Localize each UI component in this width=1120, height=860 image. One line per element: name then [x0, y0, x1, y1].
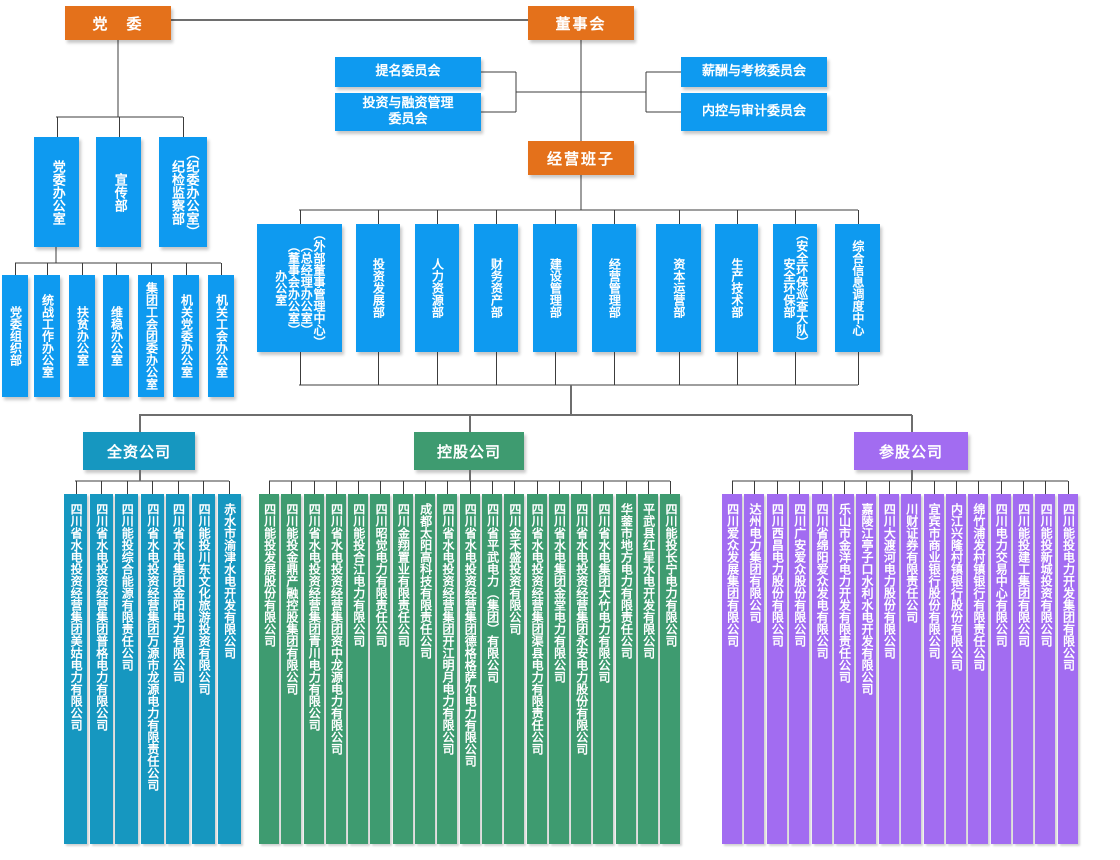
committee-compensation-assessment: 薪酬与考核委员会	[681, 57, 827, 87]
dept-general-office: （外部董事管理中心） （总经理办公室） （董事会办公室） 办公室	[257, 210, 342, 385]
company-column: 平武县红星水电开发有限公司	[638, 481, 659, 844]
company-column: 四川省水电投资经营集团资中龙源电力有限公司	[325, 481, 346, 844]
group-header-wholly-owned: 全资公司	[83, 415, 195, 481]
party-office-discipline-inspection: （纪委办公室） 纪检监察部	[159, 117, 207, 247]
dept-safety-environment: （安全环保巡查大队） 安全环保部	[773, 210, 817, 385]
company-column: 四川省水电投资经营集团青川电力有限公司	[303, 481, 324, 844]
company-column: 四川金禾盛投资有限公司	[504, 481, 525, 844]
company-column: 华蓥市地方电力有限责任公司	[615, 481, 636, 844]
party-sub-office-union-youth-league: 集团工会团委办公室	[138, 263, 164, 397]
company-column: 四川省水电集团金阳电力有限公司	[166, 481, 190, 844]
company-column: 成都太阳高科技有限责任公司	[415, 481, 436, 844]
company-column: 四川广安爱众股份有限公司	[789, 481, 810, 844]
group-header-holding: 控股公司	[414, 415, 524, 481]
company-column: 四川省水电投资经营集团永安电力股份有限公司	[571, 481, 592, 844]
company-column: 宜宾市商业银行股份有限公司	[923, 481, 944, 844]
company-column: 内江兴隆村镇银行股份有限公司	[945, 481, 966, 844]
party-sub-office-united-front: 统战工作办公室	[34, 263, 60, 397]
company-column: 四川能投新城投资有限公司	[1035, 481, 1056, 844]
party-sub-office-organ-party: 机关党委办公室	[173, 263, 199, 397]
company-column: 四川省水电投资经营集团开江明月电力有限公司	[437, 481, 458, 844]
dept-information-dispatch-center: 综合信息调度中心	[835, 210, 880, 385]
company-column: 川财证券有限责任公司	[901, 481, 922, 844]
company-column: 嘉陵江亭子口水利水电开发有限公司	[856, 481, 877, 844]
company-column: 四川省绵阳爱众发电有限公司	[811, 481, 832, 844]
dept-construction-management: 建设管理部	[533, 210, 577, 385]
committee-nomination: 提名委员会	[335, 57, 481, 87]
party-office-general: 党委办公室	[34, 117, 79, 247]
company-column: 四川省水电集团大竹电力有限公司	[593, 481, 614, 844]
company-column: 四川省水电投资经营集团普格电力有限公司	[89, 481, 113, 844]
dept-investment-development: 投资发展部	[356, 210, 400, 385]
company-column: 四川能投合江电力有限公司	[348, 481, 369, 844]
party-sub-office-poverty-alleviation: 扶贫办公室	[69, 263, 95, 397]
party-sub-office-stability: 维稳办公室	[103, 263, 129, 397]
company-column: 四川能投电力开发集团有限公司	[1057, 481, 1078, 844]
party-sub-office-organ-union: 机关工会办公室	[208, 263, 234, 397]
committee-internal-control-audit: 内控与审计委员会	[681, 93, 827, 131]
company-column: 四川金翔置业有限责任公司	[392, 481, 413, 844]
dept-human-resources: 人力资源部	[415, 210, 459, 385]
company-column: 四川省水电集团金堂电力有限公司	[548, 481, 569, 844]
party-sub-office-organization: 党委组织部	[2, 263, 28, 397]
company-column: 赤水市渝津水电开发有限公司	[217, 481, 241, 844]
company-column: 四川大渡河电力股份有限公司	[878, 481, 899, 844]
company-column: 四川能投发展股份有限公司	[259, 481, 279, 844]
company-column: 四川省水电投资经营集团美姑电力有限公司	[64, 481, 87, 844]
dept-finance-assets: 财务资产部	[474, 210, 518, 385]
company-column: 四川能投金鼎产融控股集团有限公司	[281, 481, 302, 844]
dept-production-technology: 生产技术部	[715, 210, 758, 385]
party-office-propaganda: 宣传部	[96, 117, 141, 247]
group-header-participating: 参股公司	[854, 415, 968, 481]
holding-company-list: 四川能投发展股份有限公司 四川能投金鼎产融控股集团有限公司 四川省水电投资经营集…	[259, 481, 681, 844]
company-column: 四川能投综合能源有限责任公司	[115, 481, 139, 844]
company-column: 四川省水电投资经营集团渠县电力有限责任公司	[526, 481, 547, 844]
node-management-team: 经营班子	[528, 141, 634, 175]
company-column: 四川昭觉电力有限责任公司	[370, 481, 391, 844]
company-column: 四川西昌电力股份有限公司	[766, 481, 787, 844]
dept-capital-operations: 资本运营部	[656, 210, 701, 385]
node-board-of-directors: 董事会	[528, 6, 634, 40]
wholly-owned-company-list: 四川省水电投资经营集团美姑电力有限公司 四川省水电投资经营集团普格电力有限公司 …	[64, 481, 241, 844]
node-party-committee: 党 委	[65, 6, 171, 40]
dept-operations-management: 经营管理部	[592, 210, 636, 385]
company-column: 达州电力集团有限公司	[744, 481, 765, 844]
company-column: 绵竹浦发村镇银行有限责任公司	[968, 481, 989, 844]
company-column: 四川省水电投资经营集团德格格萨尔电力有限公司	[459, 481, 480, 844]
company-column: 四川省水电投资经营集团万源市龙源电力有限责任公司	[140, 481, 164, 844]
company-column: 乐山市金洋电力开发有限责任公司	[833, 481, 854, 844]
company-column: 四川电力交易中心有限公司	[990, 481, 1011, 844]
company-column: 四川能投长宁电力有限公司	[660, 481, 681, 844]
committee-investment-financing: 投资与融资管理 委员会	[335, 93, 481, 131]
company-column: 四川爱众发展集团有限公司	[722, 481, 742, 844]
company-column: 四川能投建工集团有限公司	[1013, 481, 1034, 844]
participating-company-list: 四川爱众发展集团有限公司 达州电力集团有限公司 四川西昌电力股份有限公司 四川广…	[722, 481, 1078, 844]
company-column: 四川能投川东文化旅游投资有限公司	[191, 481, 215, 844]
company-column: 四川省平武电力（集团）有限公司	[481, 481, 502, 844]
